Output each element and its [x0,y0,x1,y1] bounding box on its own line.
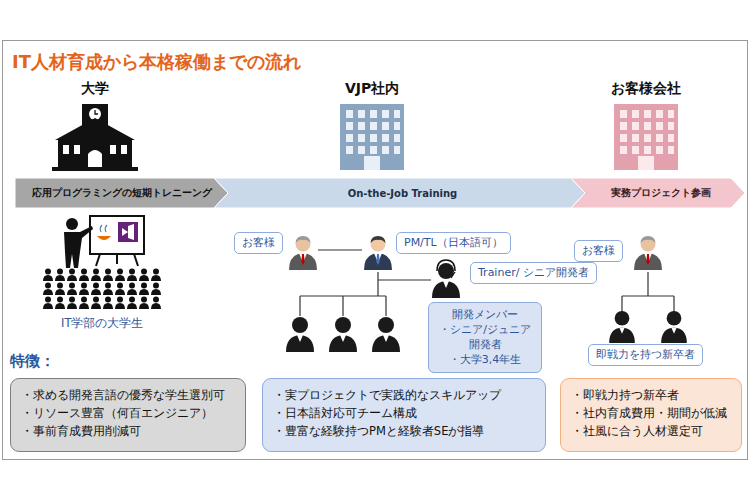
diagram-title: IT人材育成から本格稼働までの流れ [12,50,301,74]
member-person [286,317,314,352]
member-box: 開発メンバー・シニア/ジュニア 開発者・大学3,4年生 [428,302,542,373]
feature-box: ・即戦力持つ新卒者・社内育成費用・期間が低減・社風に合う人材選定可 [560,378,742,452]
box-text: Trainer/ シニア開発者 [478,266,589,280]
member-person [329,317,357,352]
pm-person [364,236,392,270]
customer-building-icon [614,104,678,170]
feature-item: ・豊富な経験持つPMと経験者SEが指導 [273,423,535,441]
box-text: PM/TL（日本語可） [404,236,503,250]
role-tag: PM/TL（日本語可） [396,232,511,254]
university-icon [52,104,138,171]
trainer-person [432,260,460,298]
feature-item: ・社風に合う人材選定可 [571,423,731,441]
flow-stage-band: 応用プログラミングの短期トレニーング [15,178,228,208]
flow-stage-band: 実務プロジェクト参画 [571,178,745,208]
box-text: 即戦力を持つ新卒者 [596,348,695,362]
feature-item: ・事前育成費用削減可 [21,423,235,441]
feature-item: ・リソース豊富（何百エンジニア） [21,405,235,423]
role-tag: Trainer/ シニア開発者 [470,262,597,284]
box-text: 開発メンバー [437,308,533,323]
graduate-person [661,311,687,343]
office-building-icon [340,104,404,170]
box-text: お客様 [582,244,615,258]
column-heading: VJP社内 [345,80,399,98]
box-text: ・シニア/ジュニア 開発者 [437,323,533,353]
customer-person [634,236,662,270]
band-label: On-the-Job Training [342,188,458,199]
graduate-person [609,311,635,343]
role-tag: お客様 [234,232,283,254]
band-label: 実務プロジェクト参画 [605,186,711,200]
box-text: ・大学3,4年生 [437,353,533,368]
feature-item: ・実プロジェクトで実践的なスキルアップ [273,387,535,405]
teacher-illustration [42,216,162,310]
customer-person [289,236,317,270]
column-heading: 大学 [81,80,109,98]
band-label: 応用プログラミングの短期トレニーング [32,186,212,200]
section-heading: 特徴： [10,352,55,371]
feature-item: ・即戦力持つ新卒者 [571,387,731,405]
feature-item: ・求める開発言語の優秀な学生選別可 [21,387,235,405]
feature-item: ・日本語対応可チーム構成 [273,405,535,423]
role-tag: お客様 [574,240,623,262]
feature-box: ・求める開発言語の優秀な学生選別可・リソース豊富（何百エンジニア）・事前育成費用… [10,378,246,452]
flow-stage-band: On-the-Job Training [214,178,585,208]
role-tag: 即戦力を持つ新卒者 [588,344,703,366]
feature-item: ・社内育成費用・期間が低減 [571,405,731,423]
feature-box: ・実プロジェクトで実践的なスキルアップ・日本語対応可チーム構成・豊富な経験持つP… [262,378,546,452]
audience-label: IT学部の大学生 [61,316,143,331]
member-person [372,317,400,352]
box-text: お客様 [242,236,275,250]
column-heading: お客様会社 [611,80,681,98]
